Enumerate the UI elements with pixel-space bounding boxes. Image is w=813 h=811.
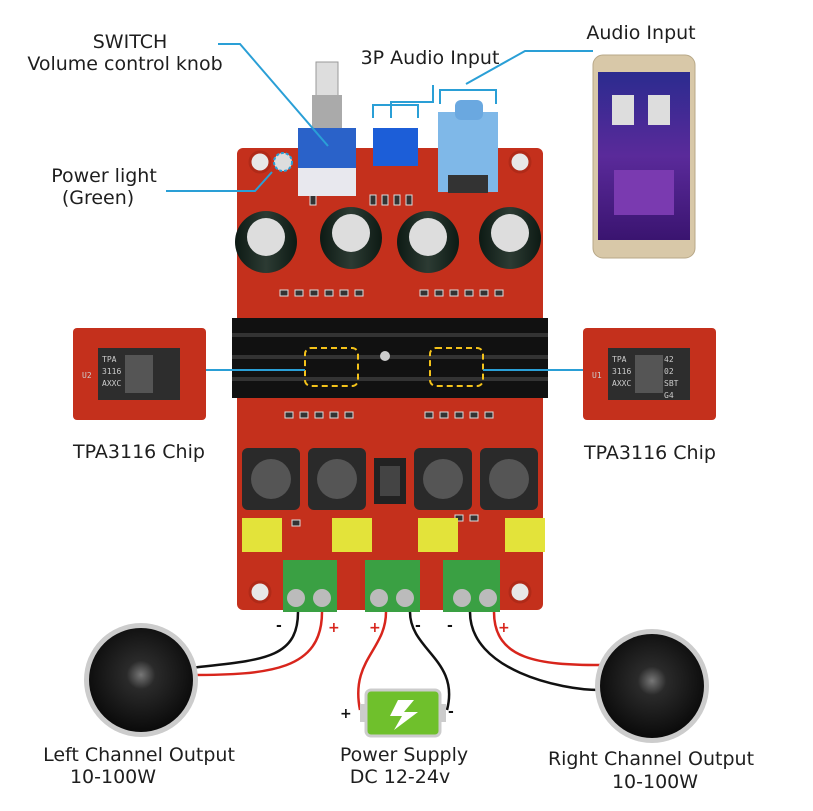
capacitors	[235, 207, 541, 273]
minus-sign: -	[276, 618, 282, 634]
minus-sign: -	[447, 618, 453, 634]
chip-marking: SBT	[664, 379, 679, 388]
minus-sign: -	[448, 704, 454, 720]
power-light-color-label: (Green)	[61, 187, 135, 209]
audio-jack	[438, 100, 498, 193]
chip-id: U2	[82, 371, 92, 380]
audio-input-label: Audio Input	[586, 22, 696, 44]
battery-icon	[360, 688, 446, 738]
3p-audio-input-label: 3P Audio Input	[360, 47, 500, 69]
volume-knob	[273, 61, 356, 196]
chip-id: U1	[592, 371, 602, 380]
amplifier-board	[232, 148, 548, 612]
chip-marking: 3116	[102, 367, 121, 376]
minus-sign: -	[415, 618, 421, 634]
left-speaker-icon	[84, 623, 198, 737]
right-output-label: Right Channel Output	[547, 748, 755, 770]
switch-label: SWITCH	[92, 31, 168, 53]
left-output-label: Left Channel Output	[43, 744, 235, 766]
plus-sign: +	[328, 620, 340, 636]
power-supply-label: Power Supply	[339, 744, 469, 766]
power-range-label: DC 12-24v	[349, 766, 451, 788]
power-light-label: Power light	[51, 165, 157, 187]
chip-inset-right	[583, 328, 716, 420]
chip-inset-left	[73, 328, 206, 420]
chip-marking: TPA	[102, 355, 117, 364]
plus-sign: +	[340, 706, 352, 722]
inductors	[242, 448, 538, 510]
wires	[189, 611, 601, 711]
chip-marking: AXXC	[102, 379, 121, 388]
chip-right-label: TPA3116 Chip	[584, 442, 716, 464]
plus-sign: +	[498, 620, 510, 636]
chip-marking: 3116	[612, 367, 631, 376]
chip-marking: TPA	[612, 355, 627, 364]
right-power-label: 10-100W	[611, 771, 699, 793]
chip-marking: G4	[664, 391, 674, 400]
chip-marking: 42	[664, 355, 674, 364]
callout-lines	[166, 43, 593, 371]
right-speaker-icon	[595, 629, 709, 743]
volume-knob-label: Volume control knob	[27, 53, 223, 75]
heatsink	[232, 318, 548, 398]
screw-terminals	[283, 560, 500, 612]
plus-sign: +	[369, 620, 381, 636]
left-power-label: 10-100W	[69, 766, 157, 788]
3p-connector	[373, 128, 418, 166]
smartphone-icon	[592, 54, 696, 259]
chip-left-label: TPA3116 Chip	[73, 441, 205, 463]
chip-marking: 02	[664, 367, 674, 376]
chip-marking: AXXC	[612, 379, 631, 388]
